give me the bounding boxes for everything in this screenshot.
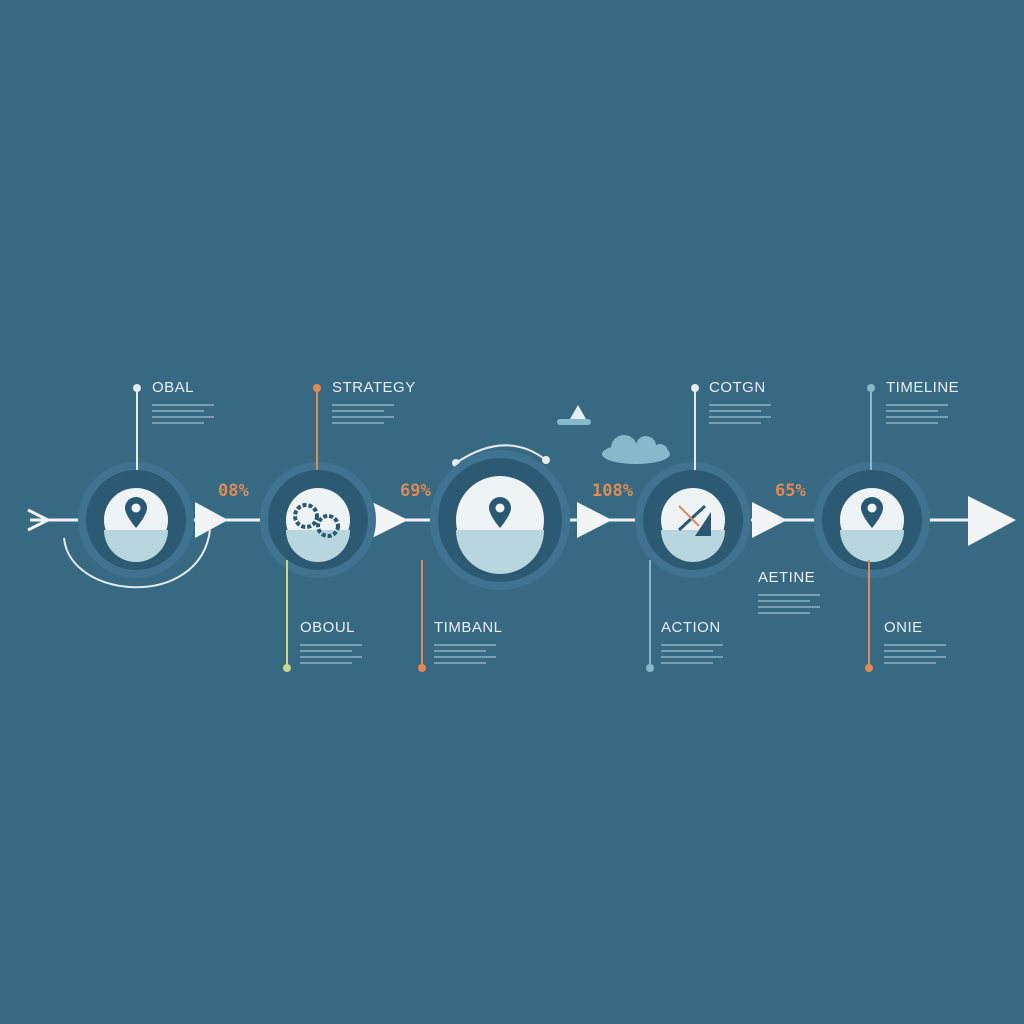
- timeline-node-3: [430, 450, 570, 590]
- timeline-node-2: [260, 462, 376, 578]
- node-disk-band: [104, 530, 168, 562]
- timeline-node-1: [78, 462, 194, 578]
- step-percent: 108%: [592, 481, 633, 501]
- step-bottom-label: ONIE: [884, 619, 923, 636]
- connector-arrow: [372, 502, 408, 538]
- timeline-node-4: [635, 462, 751, 578]
- gears-icon: [293, 503, 340, 538]
- step-bottom-label: ACTION: [661, 619, 721, 636]
- arrows-icon: [677, 504, 711, 536]
- step-top-label: COTGN: [709, 379, 766, 396]
- step-bottom-label: TIMBANL: [434, 619, 503, 636]
- step-bottom-label: OBOUL: [300, 619, 356, 636]
- top-connector-dot: [133, 384, 141, 392]
- bottom-connector-dot: [418, 664, 426, 672]
- step-top-text-lines: [886, 404, 948, 428]
- top-connector-dot: [691, 384, 699, 392]
- top-arc: [455, 444, 547, 464]
- step-bottom-text-lines: [661, 644, 723, 668]
- step-top-label: TIMELINE: [886, 379, 960, 396]
- step-bottom-text-lines: [300, 644, 362, 668]
- node-disk-band: [286, 530, 350, 562]
- mountain-icon: [557, 405, 591, 425]
- step-top-text-lines: [152, 404, 214, 428]
- connector-arrow: [752, 502, 787, 538]
- step-percent: 65%: [775, 481, 806, 501]
- bottom-connector-dot: [865, 664, 873, 672]
- bottom-connector-dot: [646, 664, 654, 672]
- connector-arrow: [577, 502, 612, 538]
- node-disk-band: [456, 530, 544, 574]
- top-connector-dot: [313, 384, 321, 392]
- bottom-connector-dot: [283, 664, 291, 672]
- step-percent: 69%: [400, 481, 431, 501]
- node-disk-band: [661, 530, 725, 562]
- step-top-label: OBAL: [152, 379, 195, 396]
- step-top-label: STRATEGY: [332, 379, 416, 396]
- cloud-icon: [602, 435, 670, 464]
- step-top-text-lines: [332, 404, 394, 428]
- step-bottom-text-lines: [434, 644, 496, 668]
- step-side-label: AETINE: [758, 569, 816, 586]
- connector-arrow: [195, 502, 228, 538]
- location-pin-icon: [861, 497, 883, 528]
- timeline-node-5: [814, 462, 930, 578]
- arc-dot-right: [542, 456, 550, 464]
- top-connector-dot: [867, 384, 875, 392]
- step-top-text-lines: [709, 404, 771, 428]
- location-pin-icon: [125, 497, 147, 528]
- location-pin-icon: [489, 497, 511, 528]
- step-side-text-lines: [758, 594, 820, 618]
- loop-arc: [63, 529, 211, 589]
- node-disk-band: [840, 530, 904, 562]
- step-percent: 08%: [218, 481, 249, 501]
- timeline-start-tail: [27, 508, 52, 532]
- step-bottom-text-lines: [884, 644, 946, 668]
- timeline-end-arrow: [968, 496, 1016, 546]
